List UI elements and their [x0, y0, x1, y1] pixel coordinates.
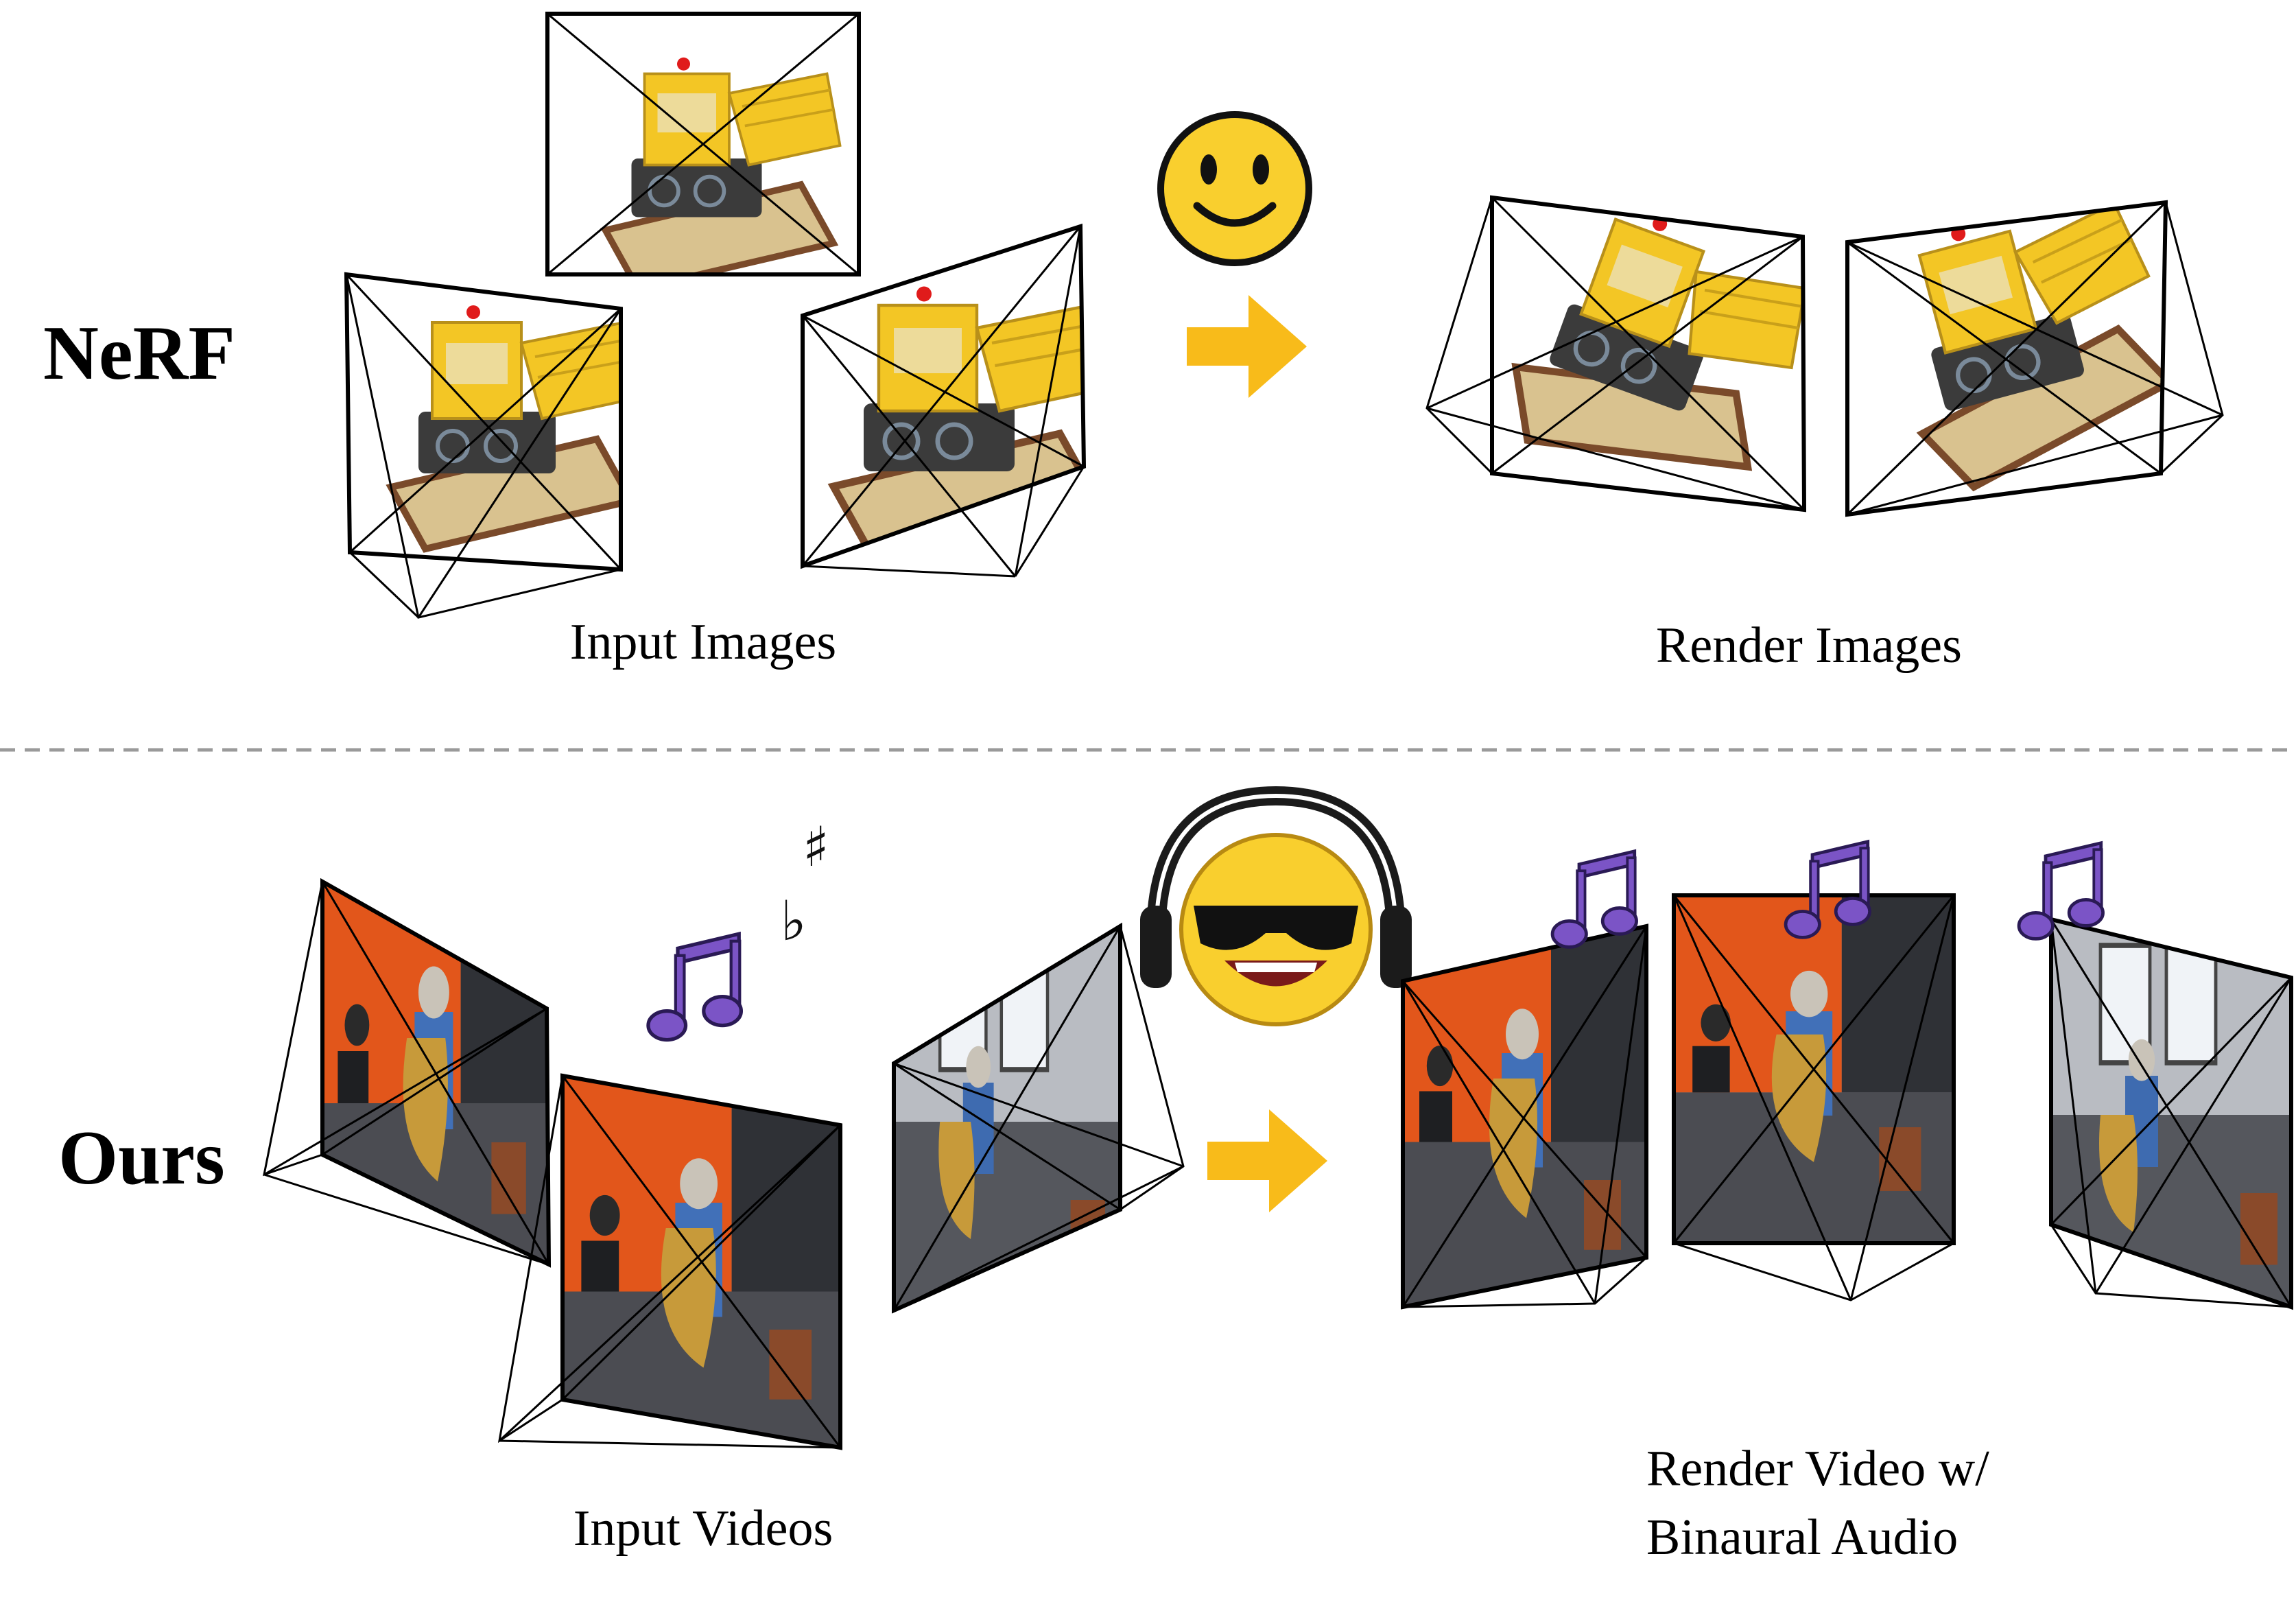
- arrow-right-icon: [1207, 1109, 1327, 1212]
- flat-symbol: ♭: [781, 889, 807, 953]
- input-video-right: [892, 922, 1185, 1314]
- input-video-center: [497, 1073, 842, 1450]
- input-image-left: [344, 272, 623, 619]
- render-image-right: [1845, 200, 2224, 517]
- row-label-ours: Ours: [58, 1116, 225, 1201]
- caption-render-video-line1: Render Video w/: [1646, 1441, 1989, 1497]
- caption-render-video-line2: Binaural Audio: [1646, 1509, 1958, 1566]
- music-notes-icon: [648, 934, 741, 1039]
- input-image-front: [545, 12, 861, 276]
- arrow-right-icon: [1187, 295, 1307, 398]
- camera-frame: [545, 12, 861, 276]
- render-image-left: [1425, 195, 1807, 513]
- camera-frustum-icon: [2159, 202, 2224, 475]
- smile-face-icon: [1157, 111, 1312, 266]
- sharp-symbol: ♯: [803, 815, 829, 879]
- caption-input-videos: Input Videos: [573, 1500, 833, 1557]
- music-notes-icon: [1552, 851, 1637, 947]
- cool-face-headphones-icon: [1140, 786, 1412, 1026]
- camera-frustum-icon: [263, 881, 324, 1177]
- camera-frustum-icon: [1673, 1242, 1954, 1301]
- input-video-left: [263, 877, 552, 1268]
- render-video-center: [1672, 893, 1956, 1301]
- row-label-nerf: NeRF: [43, 311, 235, 396]
- caption-render-images: Render Images: [1656, 617, 1962, 674]
- caption-input-images: Input Images: [570, 614, 836, 670]
- camera-frustum-icon: [1425, 197, 1493, 475]
- render-video-right: [2049, 917, 2293, 1310]
- render-video-left: [1401, 923, 1648, 1310]
